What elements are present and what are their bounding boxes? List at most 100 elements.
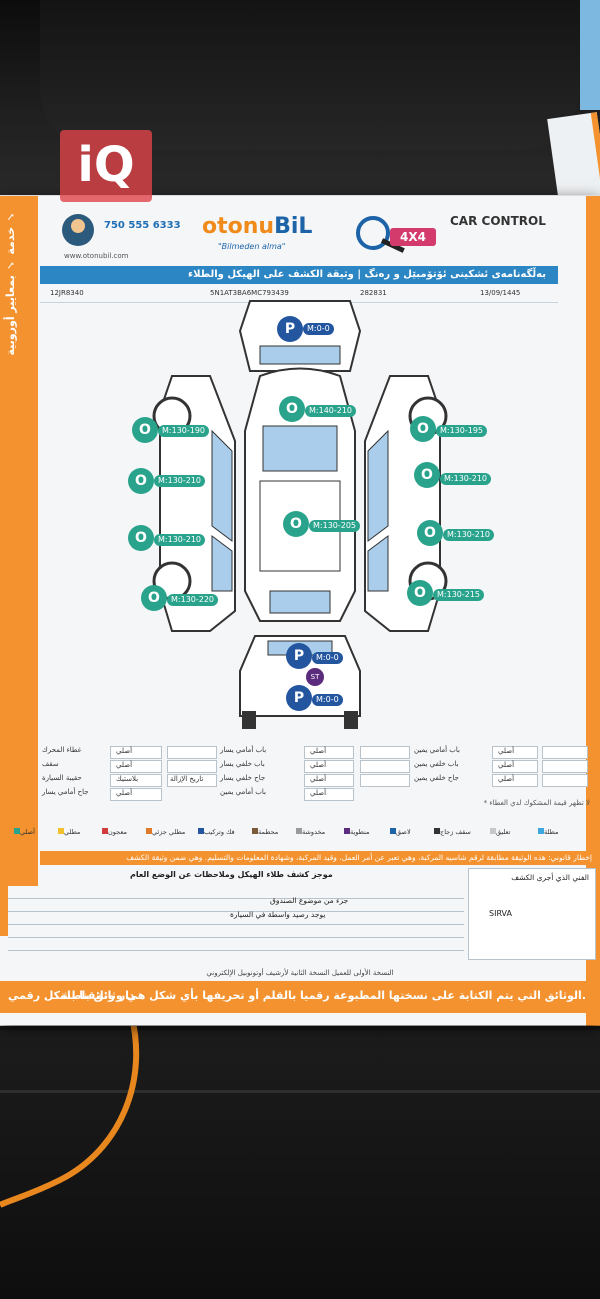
website: www.otonubil.com: [64, 252, 129, 260]
phone-number: 750 555 6333: [104, 220, 181, 231]
part-mid-val-2: أصلي: [310, 775, 327, 783]
part-right-val-0: أصلي: [498, 747, 515, 755]
marker-left-quarter-symbol: O: [141, 585, 167, 611]
notes-section: موجز كشف طلاء الهيكل وملاحظات عن الوضع ا…: [0, 868, 600, 968]
part-mid-val-0: أصلي: [310, 747, 327, 755]
marker-trunk-symbol: P: [286, 643, 312, 669]
part-right-2: جاح خلفي يمين: [414, 774, 459, 782]
car-seat-headrest: [40, 0, 580, 150]
footer-main-text: الوثائق التي يتم الكتابة على نسختها المط…: [59, 989, 586, 1002]
legend-item-7: منطوية: [342, 828, 369, 836]
car-control-label: CAR CONTROL: [450, 214, 546, 228]
info-field-a: 282831: [360, 289, 387, 297]
notes-line-2: يوجد رصيد واسطة في السيارة: [230, 910, 326, 919]
technician-signature: SIRVA: [489, 909, 512, 918]
part-right-1: باب خلفي يمين: [414, 760, 459, 768]
legend-item-2: معجون: [100, 828, 127, 836]
part-left-3: جاح أمامي يسار: [42, 788, 89, 796]
marker-right-fender-symbol: O: [410, 416, 436, 442]
legend-item-0: أصلي: [12, 828, 35, 836]
legend-item-10: تعليق: [488, 828, 510, 836]
badge-4x4: 4X4: [390, 228, 436, 246]
legend-item-4: فك وتركيب: [196, 828, 235, 836]
marker-hood-symbol: P: [277, 316, 303, 342]
marker-rear-bumper-symbol: P: [286, 685, 312, 711]
brand-main: otonu: [202, 214, 275, 239]
legend-item-3: مطلي جزئي: [144, 828, 185, 836]
marker-rear-bumper-label: M:0-0: [312, 694, 343, 706]
left-orange-strip: خدمة ✓ بمعايير أوروبية ✓: [0, 196, 38, 936]
marker-right-front-door-label: M:130-210: [440, 473, 492, 485]
marker-hood-label: M:0-0: [303, 323, 334, 335]
marker-right-quarter-label: M:130-215: [433, 589, 485, 601]
part-mid-2: جاح خلفي يسار: [220, 774, 266, 782]
legend-item-5: محطمة: [250, 828, 278, 836]
part-left-val-0: أصلي: [116, 747, 133, 755]
legend-item-11: مطلة: [536, 828, 558, 836]
marker-right-quarter-symbol: O: [407, 580, 433, 606]
marker-roof-symbol: O: [283, 511, 309, 537]
side-text: خدمة ✓ بمعايير أوروبية ✓: [4, 210, 17, 356]
background-blue-paper: [580, 0, 600, 110]
st-badge: ST: [306, 668, 324, 686]
marker-left-quarter-label: M:130-220: [167, 594, 219, 606]
marker-left-front-door-symbol: O: [128, 468, 154, 494]
marker-right-rear-door-label: M:130-210: [443, 529, 495, 541]
legend-note: * لا تظهر قيمة المشكوك لدي الغطاء: [483, 799, 590, 807]
marker-roof-front-symbol: O: [279, 396, 305, 422]
document-header: 750 555 6333 www.otonubil.com otonuBiL "…: [40, 206, 586, 266]
car-seat-cushion: [0, 1030, 600, 1299]
part-right-0: باب أمامي يمين: [414, 746, 460, 754]
notes-lines: [8, 886, 464, 954]
marker-right-rear-door-symbol: O: [417, 520, 443, 546]
part-mid-0: باب أمامي يسار: [220, 746, 267, 754]
marker-left-rear-door-symbol: O: [128, 525, 154, 551]
brand-logo: otonuBiL: [202, 214, 312, 239]
orange-cable: [0, 1009, 140, 1208]
marker-roof-label: M:130-205: [309, 520, 361, 532]
notes-line-1: جزء من موضوع الصندوق: [270, 896, 349, 905]
info-field-c: 12JR8340: [50, 289, 84, 297]
part-left-val-3: أصلي: [116, 789, 133, 797]
marker-left-rear-door-label: M:130-210: [154, 534, 206, 546]
legal-warning-bar: إخطار قانوني: هذه الوثيقة مطابقة لرقم شا…: [40, 851, 600, 865]
part-left-0: غطاء المحرك: [42, 746, 82, 754]
footer-warning-bar: دار وثائقنا بشكل رقمي. الوثائق التي يتم …: [0, 981, 600, 1013]
part-left-val-2: بلاستيك: [116, 775, 139, 783]
part-left-1: سقف: [42, 760, 59, 768]
technician-box: الفني الذي أجرى الكشف SIRVA: [468, 868, 596, 960]
parts-table: غطاء المحرك سقف حقيبة السيارة جاح أمامي …: [42, 746, 588, 808]
slogan: "Bilmeden alma": [218, 242, 286, 251]
legend-item-6: مخدوشة: [294, 828, 325, 836]
marker-left-fender-symbol: O: [132, 417, 158, 443]
technician-title: الفني الذي أجرى الكشف: [511, 873, 589, 882]
legend-item-1: مطلي: [56, 828, 80, 836]
part-left-val-1: أصلي: [116, 761, 133, 769]
legend: أصلي مطلي معجون مطلي جزئي فك وتركيب محطم…: [12, 826, 587, 846]
part-mid-val-3: أصلي: [310, 789, 327, 797]
document-title: بەڵگەنامەی ئشکینی ئۆتۆمبێل و رەنگ | وثيق…: [40, 266, 558, 284]
vin-number: 5N1AT3BA6MC793439: [210, 289, 289, 297]
notes-title: موجز كشف طلاء الهيكل وملاحظات عن الوضع ا…: [130, 870, 333, 879]
marker-left-front-door-label: M:130-210: [154, 475, 206, 487]
legend-item-8: لاصق: [388, 828, 411, 836]
marker-right-front-door-symbol: O: [414, 462, 440, 488]
part-mid-val-1: أصلي: [310, 761, 327, 769]
legend-item-9: سقف زجاج: [432, 828, 471, 836]
right-orange-strip: [586, 196, 600, 1026]
part-left-2: حقيبة السيارة: [42, 774, 82, 782]
part-right-val-2: أصلي: [498, 775, 515, 783]
seat-seam: [0, 1090, 600, 1093]
marker-roof-front-label: M:140-210: [305, 405, 357, 417]
info-field-b: 13/09/1445: [480, 289, 521, 297]
avatar: [62, 214, 94, 246]
marker-trunk-label: M:0-0: [312, 652, 343, 664]
part-right-val-1: أصلي: [498, 761, 515, 769]
inspection-document: خدمة ✓ بمعايير أوروبية ✓ 750 555 6333 ww…: [0, 195, 600, 1026]
watermark-logo: iQ: [60, 130, 152, 202]
magnifier-icon: [356, 216, 390, 250]
marker-left-fender-label: M:130-190: [158, 425, 210, 437]
part-mid-3: باب أمامي يمين: [220, 788, 266, 796]
footer-copy-note: النسخة الأولى للعميل النسخة الثانية لأرش…: [206, 969, 394, 977]
removal-date-label: تاريخ الإزالة: [170, 775, 204, 783]
